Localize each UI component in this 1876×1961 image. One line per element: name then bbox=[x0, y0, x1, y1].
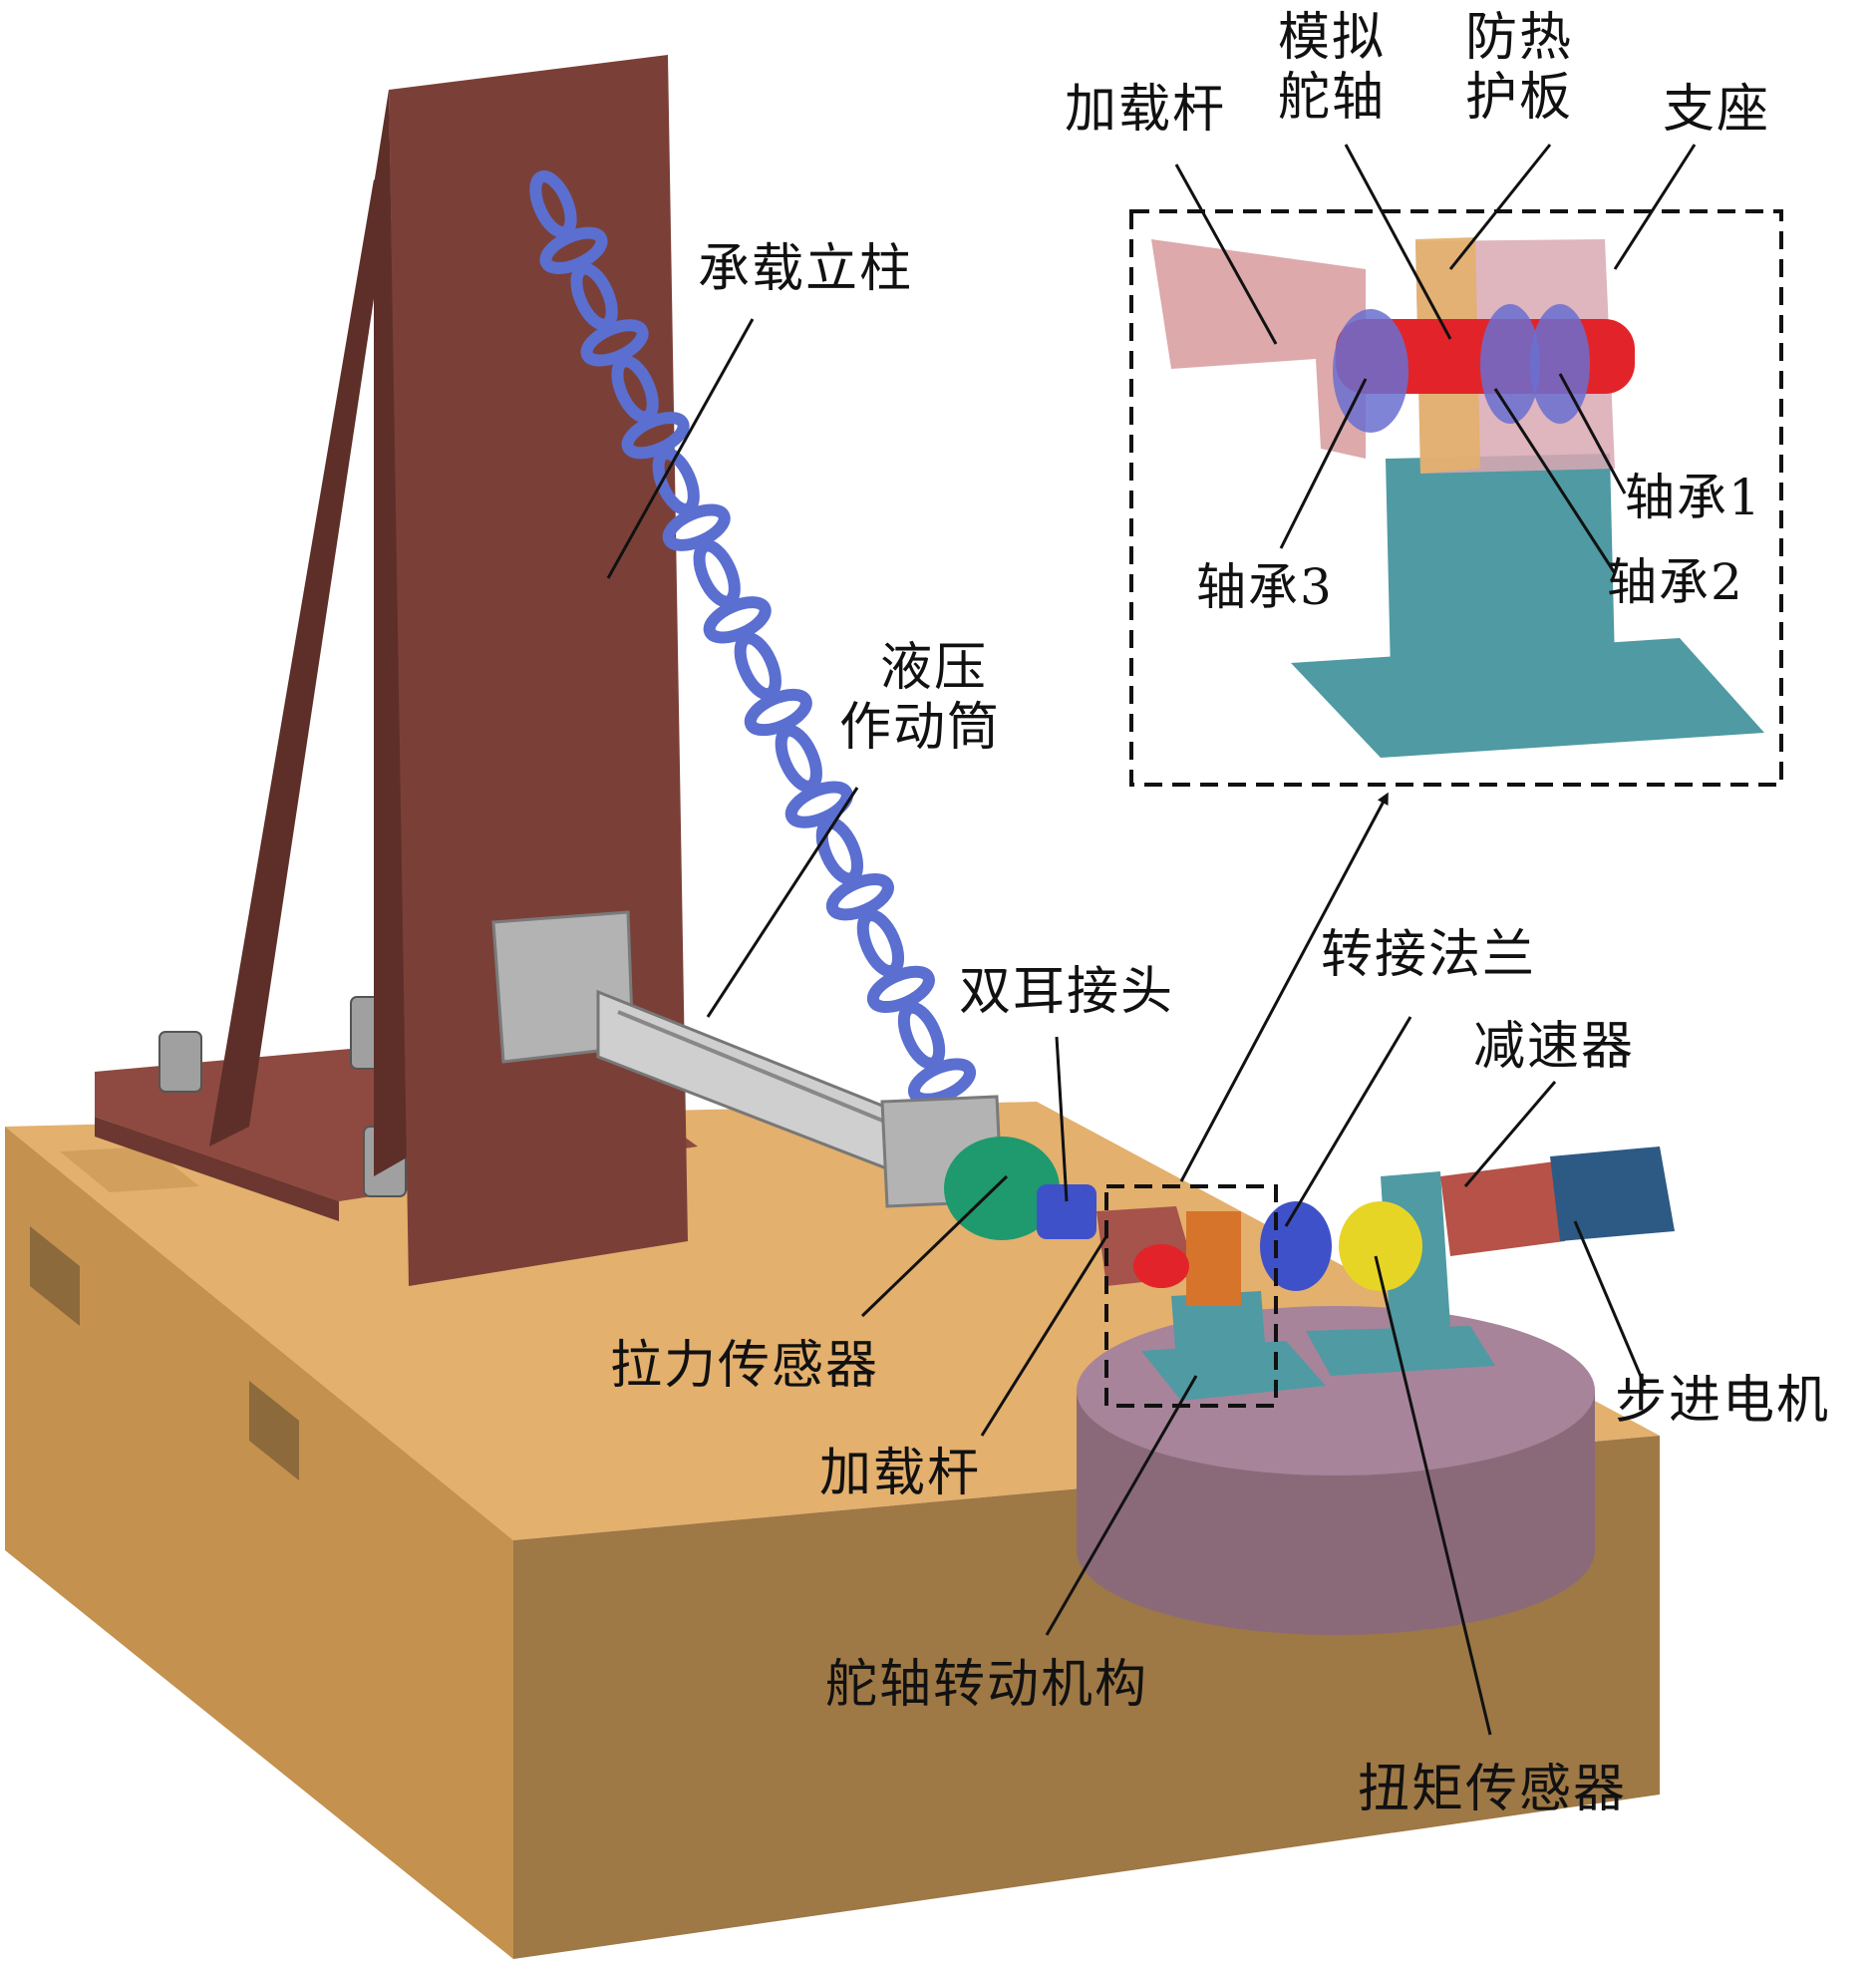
inset-support-column bbox=[1386, 454, 1615, 673]
chain-link bbox=[652, 447, 700, 515]
heat-shield-small bbox=[1186, 1211, 1241, 1306]
label-inset-rudder-line2: 舵轴 bbox=[1278, 68, 1387, 128]
leader-arrow bbox=[1179, 792, 1389, 1182]
base-slot-2 bbox=[249, 1381, 299, 1480]
leader-inset-loading-rod bbox=[1174, 163, 1278, 345]
label-double-ear-joint: 双耳接头 bbox=[959, 962, 1175, 1022]
label-hydraulic-actuator: 液压 作动筒 bbox=[839, 638, 1001, 758]
label-stepper-motor: 步进电机 bbox=[1615, 1371, 1831, 1431]
label-inset-bearing1: 轴承1 bbox=[1625, 469, 1762, 526]
load-train bbox=[944, 1137, 1196, 1286]
inset-bearing-2 bbox=[1480, 304, 1540, 424]
turntable-bottom bbox=[1077, 1466, 1595, 1635]
base-slot-3 bbox=[60, 1146, 199, 1192]
chain-link bbox=[693, 539, 741, 608]
chain-link bbox=[744, 688, 812, 737]
label-inset-shield-line1: 防热 bbox=[1465, 8, 1574, 68]
inset-bearing-1 bbox=[1530, 304, 1590, 424]
actuator-rod-line bbox=[617, 1010, 898, 1129]
tension-sensor bbox=[944, 1137, 1060, 1240]
label-rudder-mechanism: 舵轴转动机构 bbox=[825, 1655, 1149, 1715]
leader-tension bbox=[860, 1174, 1009, 1318]
rudder-shaft-small bbox=[1133, 1244, 1189, 1288]
leader-lines bbox=[606, 144, 1697, 1736]
leader-reducer bbox=[1463, 1081, 1557, 1187]
label-torque-sensor: 扭矩传感器 bbox=[1358, 1760, 1628, 1819]
label-bearing-column: 承载立柱 bbox=[698, 239, 914, 299]
chain-link bbox=[570, 262, 618, 331]
chain bbox=[529, 169, 977, 1106]
label-inset-bearing3: 轴承3 bbox=[1196, 558, 1334, 616]
leader-hydraulic bbox=[706, 787, 859, 1018]
bolt-1 bbox=[158, 1031, 202, 1093]
rudder-rotation-mechanism bbox=[1133, 1146, 1675, 1401]
double-ear-joint bbox=[1037, 1184, 1096, 1239]
label-reducer: 减速器 bbox=[1473, 1017, 1636, 1077]
reducer bbox=[1440, 1161, 1565, 1256]
column-side bbox=[374, 90, 409, 1176]
leader-torque bbox=[1374, 1255, 1492, 1736]
label-inset-shield-line2: 护板 bbox=[1465, 68, 1574, 128]
chain-link bbox=[907, 1058, 977, 1106]
leader-inset-bearing2 bbox=[1493, 388, 1617, 574]
chain-link bbox=[580, 319, 649, 367]
plate-front bbox=[95, 1117, 339, 1221]
leader-column bbox=[606, 318, 755, 579]
base-slot-1 bbox=[30, 1226, 80, 1326]
chain-link bbox=[662, 503, 731, 551]
chain-link bbox=[529, 169, 577, 239]
leader-adapter bbox=[1284, 1016, 1412, 1227]
inset-bearing-3 bbox=[1333, 309, 1408, 433]
label-hydraulic-line2: 作动筒 bbox=[839, 698, 1002, 758]
label-loading-rod: 加载杆 bbox=[819, 1444, 982, 1503]
chain-link bbox=[621, 411, 690, 460]
inset-detail bbox=[1129, 209, 1783, 787]
inset-loading-rod bbox=[1151, 239, 1366, 459]
base-side-face bbox=[5, 1127, 513, 1959]
chain-link bbox=[866, 965, 935, 1014]
detail-marker-box bbox=[1104, 1184, 1278, 1408]
column-front bbox=[389, 55, 688, 1286]
column-brace bbox=[209, 179, 389, 1146]
chain-link bbox=[825, 873, 894, 921]
leader-inset-shaft bbox=[1344, 144, 1452, 340]
leader-inset-bearing1 bbox=[1558, 373, 1627, 494]
label-inset-bearing2: 轴承2 bbox=[1607, 553, 1744, 611]
leader-rudder-mech bbox=[1045, 1375, 1198, 1636]
chain-link bbox=[784, 781, 853, 828]
chain-link bbox=[734, 632, 782, 701]
left-support-post bbox=[1171, 1291, 1266, 1361]
label-hydraulic-line1: 液压 bbox=[880, 638, 989, 698]
adapter-flange-blue bbox=[1260, 1201, 1332, 1291]
leader-inset-bearing3 bbox=[1279, 378, 1368, 549]
label-inset-loading-rod: 加载杆 bbox=[1065, 80, 1227, 140]
label-inset-support: 支座 bbox=[1663, 80, 1771, 140]
right-support-base bbox=[1306, 1326, 1495, 1376]
chain-link bbox=[897, 1001, 946, 1070]
flange-yellow bbox=[1339, 1201, 1422, 1291]
chain-link bbox=[856, 909, 905, 978]
chain-link bbox=[611, 355, 659, 424]
label-tension-sensor: 拉力传感器 bbox=[610, 1336, 880, 1396]
chain-link bbox=[703, 596, 772, 644]
chain-link bbox=[539, 226, 608, 274]
label-inset-heat-shield: 防热 护板 bbox=[1465, 8, 1573, 128]
chain-link bbox=[775, 724, 822, 793]
leader-inset-support bbox=[1613, 144, 1697, 270]
leader-inset-shield bbox=[1448, 144, 1552, 270]
chain-link bbox=[815, 817, 864, 885]
leader-double-ear bbox=[1055, 1036, 1069, 1202]
label-adapter-flange: 转接法兰 bbox=[1321, 925, 1537, 985]
leader-motor bbox=[1573, 1220, 1647, 1387]
stepper-motor bbox=[1550, 1146, 1675, 1241]
label-inset-rudder-shaft: 模拟 舵轴 bbox=[1278, 8, 1386, 128]
label-inset-rudder-line1: 模拟 bbox=[1278, 8, 1387, 68]
leader-loading-rod bbox=[980, 1235, 1108, 1437]
